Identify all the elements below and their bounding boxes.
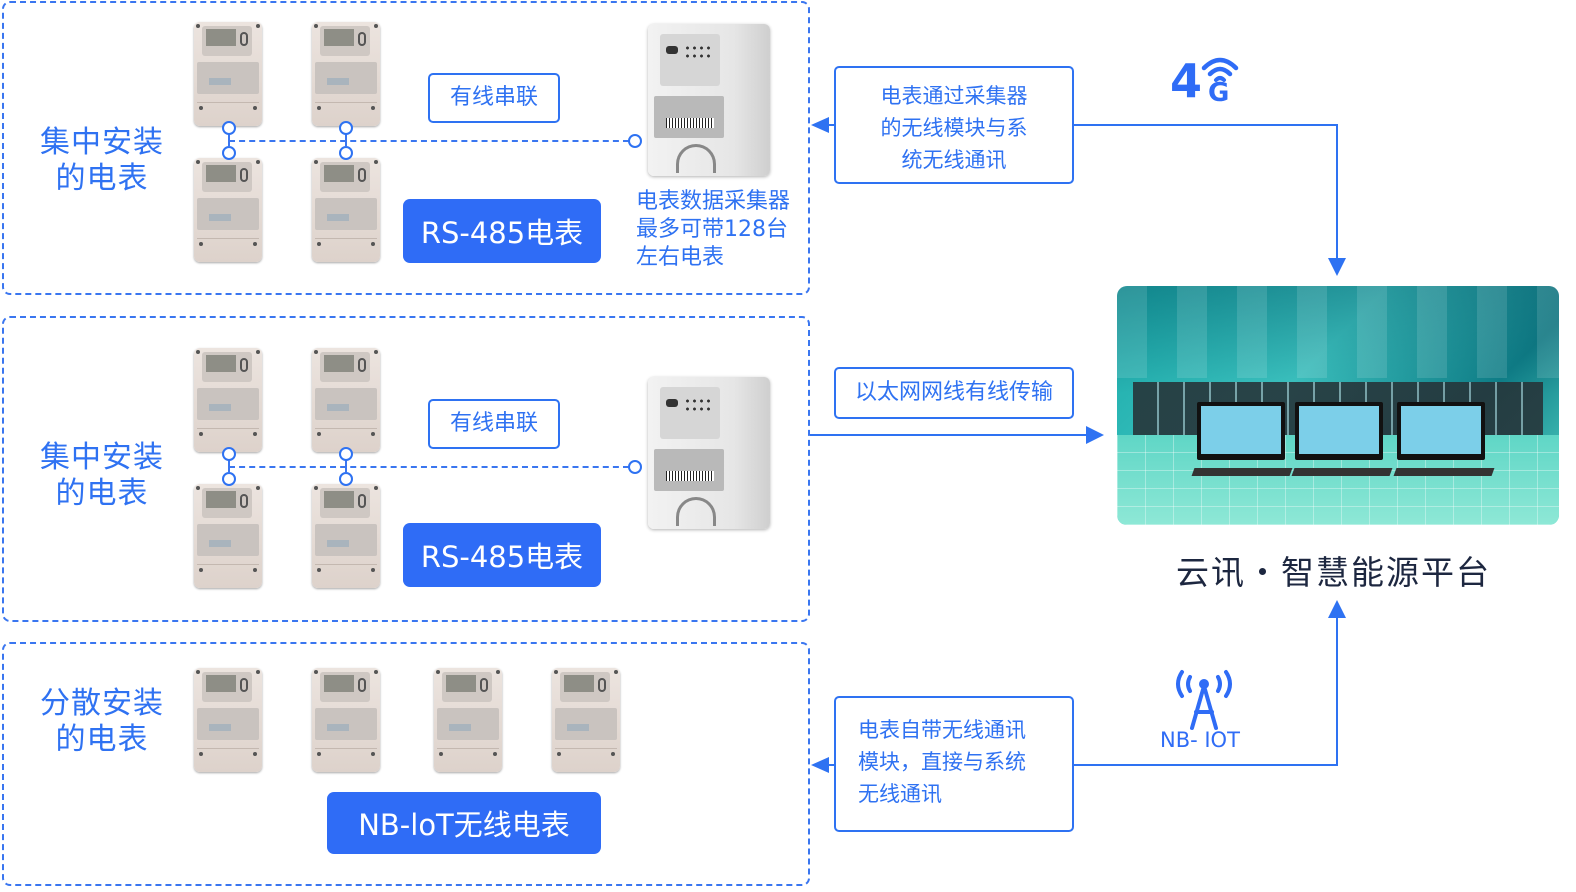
arrow-right-icon <box>1086 426 1104 444</box>
group-title-line2: 的电表 <box>55 722 149 757</box>
bus-stub <box>345 134 347 146</box>
group-title: 分散安装 的电表 <box>30 686 174 758</box>
connection-node <box>628 134 642 148</box>
group-centralized-2 <box>2 316 810 622</box>
collector-caption-line2: 最多可带128台 <box>636 217 788 242</box>
bus-stub <box>228 460 230 472</box>
group-title-line2: 的电表 <box>55 476 149 511</box>
connector-line <box>826 124 834 126</box>
group-title: 集中安装 的电表 <box>30 440 174 512</box>
note-line3: 无线通讯 <box>858 782 942 806</box>
bus-stub <box>228 134 230 146</box>
connector-line <box>810 434 1086 436</box>
nbiot-icon-label: NB- IOT <box>1160 728 1240 752</box>
rs485-bus-line <box>229 140 629 142</box>
nbiot-meter <box>312 668 380 772</box>
connection-node <box>339 146 353 160</box>
arrow-down-icon <box>1328 258 1346 276</box>
connection-node <box>222 146 236 160</box>
electric-meter <box>194 158 262 262</box>
link-note-4g: 电表通过采集器 的无线模块与系 统无线通讯 <box>834 66 1074 184</box>
connection-node <box>222 472 236 486</box>
link-note-ethernet: 以太网网线有线传输 <box>834 367 1074 419</box>
arrow-up-icon <box>1328 600 1346 618</box>
electric-meter <box>194 484 262 588</box>
connector-line <box>1074 124 1338 126</box>
collector-caption: 电表数据采集器 最多可带128台 左右电表 <box>636 188 790 272</box>
group-centralized-1 <box>2 1 810 295</box>
collector-caption-line1: 电表数据采集器 <box>636 189 791 214</box>
4g-icon-digit: 4 <box>1170 54 1203 108</box>
electric-meter <box>312 158 380 262</box>
4g-signal-icon: 4 G <box>1166 52 1246 114</box>
group-distributed <box>2 642 810 886</box>
connector-line <box>826 764 834 766</box>
meter-type-badge: RS-485电表 <box>403 523 601 587</box>
wiring-label: 有线串联 <box>428 399 560 449</box>
connection-node <box>628 460 642 474</box>
meter-type-badge: RS-485电表 <box>403 199 601 263</box>
group-title-line1: 集中安装 <box>40 125 164 160</box>
arrow-left-icon <box>811 117 829 133</box>
connector-line <box>1336 124 1338 262</box>
data-collector-device <box>648 24 770 176</box>
bus-stub <box>345 460 347 472</box>
wiring-label: 有线串联 <box>428 73 560 123</box>
collector-caption-line3: 左右电表 <box>636 245 725 270</box>
4g-icon-letter: G <box>1208 78 1230 108</box>
connection-node <box>339 447 353 461</box>
platform-image <box>1117 286 1559 525</box>
group-title-line1: 分散安装 <box>40 686 164 721</box>
connector-line <box>1074 764 1338 766</box>
connection-node <box>222 447 236 461</box>
note-line3: 统无线通讯 <box>901 148 1007 172</box>
data-collector-device <box>648 377 770 529</box>
electric-meter <box>312 484 380 588</box>
antenna-tower-icon <box>1172 664 1236 732</box>
connection-node <box>222 121 236 135</box>
nbiot-meter <box>194 668 262 772</box>
group-title: 集中安装 的电表 <box>30 125 174 197</box>
electric-meter <box>194 348 262 452</box>
electric-meter <box>312 22 380 126</box>
platform-title: 云讯・智慧能源平台 <box>1176 553 1491 592</box>
note-line1: 电表通过采集器 <box>880 84 1028 108</box>
nbiot-meter <box>434 668 502 772</box>
note-line2: 模块，直接与系统 <box>858 750 1026 774</box>
electric-meter <box>312 348 380 452</box>
arrow-left-icon <box>811 757 829 773</box>
note-line1: 以太网网线有线传输 <box>854 380 1053 405</box>
rs485-bus-line <box>229 466 629 468</box>
meter-type-badge: NB-loT无线电表 <box>327 792 601 854</box>
group-title-line2: 的电表 <box>55 161 149 196</box>
nbiot-meter <box>552 668 620 772</box>
link-note-nbiot: 电表自带无线通讯 模块，直接与系统 无线通讯 <box>834 696 1074 832</box>
connection-node <box>339 472 353 486</box>
note-line1: 电表自带无线通讯 <box>858 718 1026 742</box>
electric-meter <box>194 22 262 126</box>
connector-line <box>1336 614 1338 766</box>
group-title-line1: 集中安装 <box>40 440 164 475</box>
connection-node <box>339 121 353 135</box>
note-line2: 的无线模块与系 <box>880 116 1028 140</box>
